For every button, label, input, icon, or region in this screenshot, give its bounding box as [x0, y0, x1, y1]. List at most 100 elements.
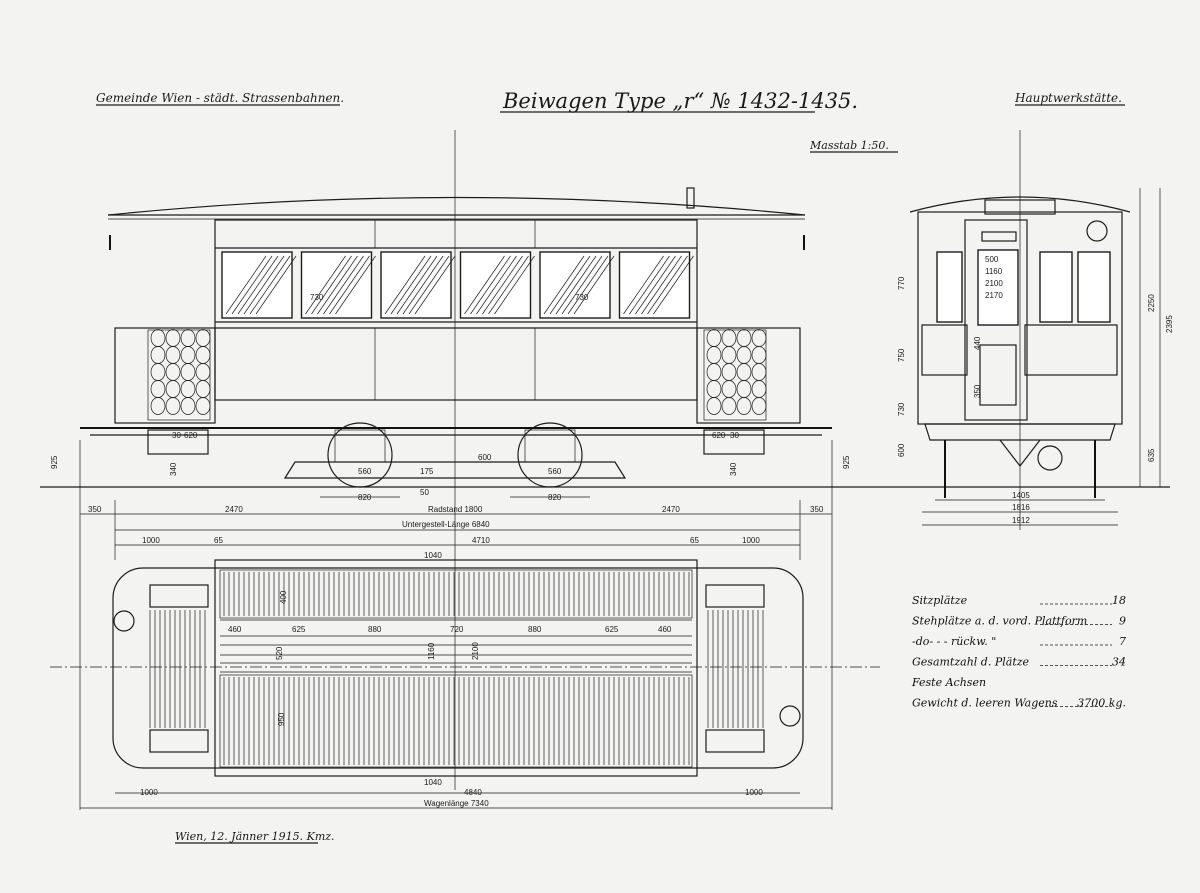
- lattice-cell: [706, 380, 722, 398]
- side-window: [221, 251, 293, 319]
- wheel-left: [327, 422, 393, 488]
- lattice-cell: [150, 363, 166, 381]
- drawing-title: Beiwagen Type „r“ № 1432-1435.: [502, 89, 858, 113]
- lattice-cell: [751, 380, 767, 398]
- row-label: Gewicht d. leeren Wagens: [912, 697, 1058, 710]
- row-value: 18: [1112, 594, 1126, 607]
- dim-label: 625: [292, 625, 306, 634]
- row-label: Stehplätze a. d. vord. Plattform: [912, 615, 1087, 628]
- lattice-cell: [721, 380, 737, 398]
- lattice-cell: [180, 397, 196, 415]
- lattice-cell: [150, 380, 166, 398]
- lattice-cell: [751, 397, 767, 415]
- dim-label: 2100: [471, 642, 480, 660]
- lattice-cell: [736, 346, 752, 364]
- dim-label: 720: [450, 625, 464, 634]
- dim-label: 340: [729, 462, 738, 476]
- dim-label: 50: [420, 488, 429, 497]
- dim-label: 1160: [427, 642, 436, 660]
- dim-label: 880: [528, 625, 542, 634]
- row-label: Feste Achsen: [911, 676, 986, 689]
- dim-label: 600: [897, 443, 906, 457]
- side-window: [380, 251, 452, 319]
- lattice-cell: [180, 380, 196, 398]
- dim-label: 1000: [742, 536, 760, 545]
- header: Gemeinde Wien - städt. Strassenbahnen. B…: [96, 89, 1125, 153]
- lattice-cell: [736, 380, 752, 398]
- side-window: [459, 251, 532, 319]
- dim-label: 635: [1147, 448, 1156, 462]
- dim-label: 2170: [985, 291, 1003, 300]
- wheel-right: [517, 422, 583, 488]
- row-label: -do- - - rückw. ": [912, 635, 996, 648]
- lattice-cell: [165, 346, 181, 364]
- dim-label: 520: [275, 646, 284, 660]
- header-right-title: Hauptwerkstätte.: [1014, 91, 1122, 105]
- dim-label: 620: [184, 431, 198, 440]
- dim-label: 340: [169, 462, 178, 476]
- dim-label: 730: [575, 293, 589, 302]
- dim-label: 2470: [662, 505, 680, 514]
- dim-label: 600: [478, 453, 492, 462]
- lattice-cell: [165, 380, 181, 398]
- lattice-cell: [736, 329, 752, 347]
- lattice-cell: [165, 329, 181, 347]
- dim-label: 1000: [142, 536, 160, 545]
- dim-label: 2100: [985, 279, 1003, 288]
- lattice-cell: [721, 397, 737, 415]
- lattice-cell: [736, 363, 752, 381]
- dim-label: 350: [88, 505, 102, 514]
- dim-label: 1816: [1012, 503, 1030, 512]
- side-elevation: 730 730 30 620 620 30 925 925 340 340 56…: [50, 187, 851, 502]
- dim-label: 1000: [745, 788, 763, 797]
- side-window: [618, 251, 691, 319]
- dim-label: 620: [712, 431, 726, 440]
- dim-label: 560: [548, 467, 562, 476]
- lattice-cell: [751, 346, 767, 364]
- overall-dimensions: 350 2470 Radstand 1800 2470 350 Unterges…: [79, 440, 833, 810]
- lattice-cell: [706, 397, 722, 415]
- dim-label: 460: [658, 625, 672, 634]
- dim-label: 770: [897, 276, 906, 290]
- drawing-date: Wien, 12. Jänner 1915. Kmz.: [175, 830, 335, 843]
- dim-label: 460: [228, 625, 242, 634]
- floor-plan: 460 625 880 720 880 625 460 400 520 1160…: [80, 551, 832, 809]
- lattice-cell: [195, 380, 211, 398]
- lattice-cell: [721, 363, 737, 381]
- lattice-cell: [165, 363, 181, 381]
- dim-label: 1160: [985, 267, 1003, 276]
- lattice-cell: [195, 363, 211, 381]
- dim-label: 4710: [472, 536, 490, 545]
- row-value: 34: [1112, 656, 1126, 669]
- lattice-cell: [721, 346, 737, 364]
- dim-label: 820: [548, 493, 562, 502]
- dim-label: 30: [172, 431, 181, 440]
- dim-label: 2250: [1147, 294, 1156, 312]
- lattice-cell: [195, 346, 211, 364]
- lattice-cell: [706, 329, 722, 347]
- lattice-cell: [751, 363, 767, 381]
- lattice-cell: [165, 397, 181, 415]
- dim-label: 30: [730, 431, 739, 440]
- lattice-cell: [721, 329, 737, 347]
- dim-label: Wagenlänge 7340: [424, 799, 489, 808]
- dim-label: 4840: [464, 788, 482, 797]
- dim-label: Untergestell-Länge 6840: [402, 520, 490, 529]
- lattice-cell: [150, 397, 166, 415]
- row-value: 7: [1119, 635, 1126, 648]
- lattice-cell: [180, 363, 196, 381]
- dim-label: 65: [214, 536, 223, 545]
- lattice-cell: [180, 329, 196, 347]
- dim-label: 2395: [1165, 315, 1174, 333]
- lattice-cell: [150, 329, 166, 347]
- dim-label: 1040: [424, 551, 442, 560]
- lattice-cell: [150, 346, 166, 364]
- header-left-title: Gemeinde Wien - städt. Strassenbahnen.: [96, 91, 344, 105]
- dim-label: 440: [973, 336, 982, 350]
- side-window: [300, 251, 373, 319]
